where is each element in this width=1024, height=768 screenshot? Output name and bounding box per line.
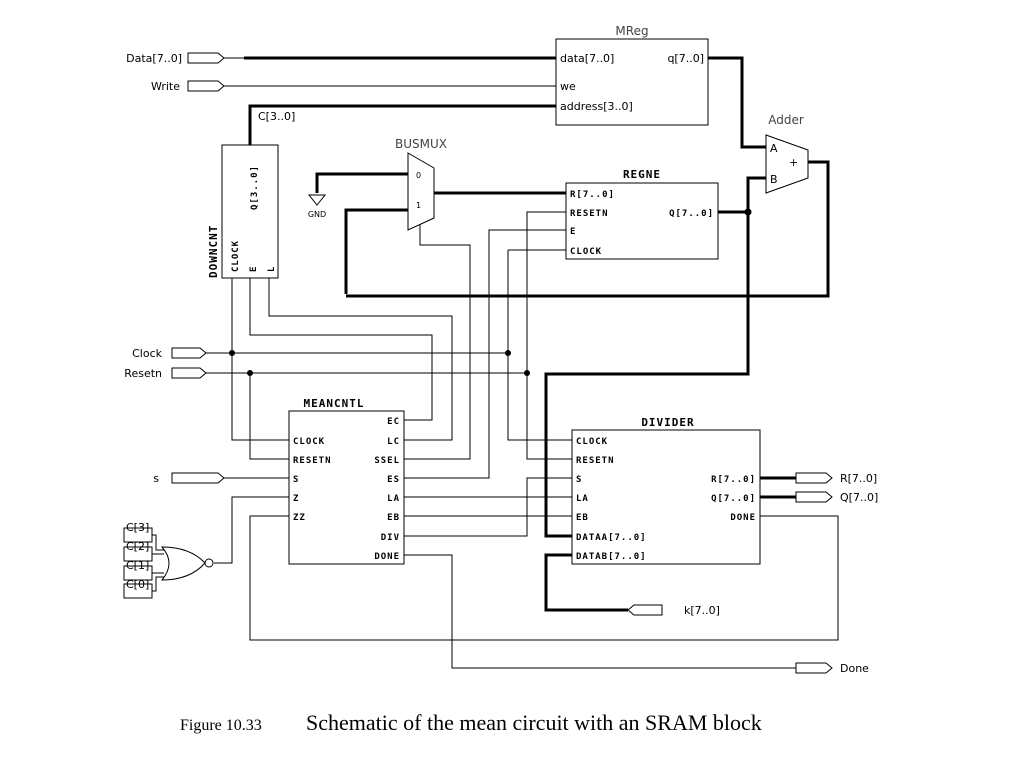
c3-label: C[3] bbox=[126, 521, 149, 534]
divider-s-port: S bbox=[576, 475, 582, 485]
clock-input-pin bbox=[171, 347, 207, 359]
adder-block: Adder A B + bbox=[765, 113, 809, 194]
divider-title: DIVIDER bbox=[641, 416, 694, 429]
downcnt-l-port: L bbox=[267, 266, 277, 272]
gnd-symbol: GND bbox=[308, 194, 326, 219]
meancntl-s-port: S bbox=[293, 475, 299, 485]
divider-q-port: Q[7..0] bbox=[711, 494, 756, 504]
divider-done-port: DONE bbox=[730, 513, 756, 523]
meancntl-z-port: Z bbox=[293, 494, 299, 504]
meancntl-resetn-port: RESETN bbox=[293, 456, 332, 466]
regne-e-port: E bbox=[570, 227, 576, 237]
meancntl-clock-port: CLOCK bbox=[293, 437, 325, 447]
divider-eb-port: EB bbox=[576, 513, 589, 523]
mreg-data-port: data[7..0] bbox=[560, 52, 614, 65]
meancntl-done-port: DONE bbox=[374, 552, 400, 562]
divider-datab-port: DATAB[7..0] bbox=[576, 552, 647, 562]
divider-clock-port: CLOCK bbox=[576, 437, 608, 447]
nor-gate bbox=[160, 546, 214, 581]
s-input-label: s bbox=[153, 472, 159, 485]
meancntl-title: MEANCNTL bbox=[304, 397, 365, 410]
bus-wires bbox=[244, 56, 830, 612]
mreg-block: MReg data[7..0] we address[3..0] q[7..0] bbox=[555, 24, 709, 126]
resetn-input-pin bbox=[171, 367, 207, 379]
r-output-pin bbox=[795, 472, 833, 484]
downcnt-clock-port: CLOCK bbox=[231, 240, 241, 272]
busmux-in0: 0 bbox=[416, 171, 421, 180]
junction-dots bbox=[229, 208, 752, 376]
busmux-title: BUSMUX bbox=[395, 137, 447, 151]
divider-dataa-port: DATAA[7..0] bbox=[576, 533, 647, 543]
meancntl-la-port: LA bbox=[387, 494, 400, 504]
meancntl-lc-port: LC bbox=[387, 437, 400, 447]
c2-label: C[2] bbox=[126, 540, 149, 553]
output-pins bbox=[795, 472, 833, 674]
divider-block: DIVIDER CLOCK RESETN S LA EB DATAA[7..0]… bbox=[571, 416, 761, 565]
meancntl-zz-port: ZZ bbox=[293, 513, 306, 523]
regne-title: REGNE bbox=[623, 168, 661, 181]
adder-b-port: B bbox=[770, 173, 778, 186]
data-input-label: Data[7..0] bbox=[126, 52, 182, 65]
regne-r-port: R[7..0] bbox=[570, 190, 615, 200]
adder-title: Adder bbox=[768, 113, 804, 127]
meancntl-eb-port: EB bbox=[387, 513, 400, 523]
input-pins bbox=[171, 52, 663, 616]
regne-q-port: Q[7..0] bbox=[669, 209, 714, 219]
meancntl-es-port: ES bbox=[387, 475, 400, 485]
c-inputs: C[3] C[2] C[1] C[0] bbox=[123, 521, 153, 599]
mreg-we-port: we bbox=[560, 80, 576, 93]
r-output-label: R[7..0] bbox=[840, 472, 877, 485]
regne-block: REGNE R[7..0] RESETN E CLOCK Q[7..0] bbox=[565, 168, 719, 260]
k-input-label: k[7..0] bbox=[684, 604, 720, 617]
meancntl-ec-port: EC bbox=[387, 417, 400, 427]
divider-resetn-port: RESETN bbox=[576, 456, 615, 466]
caption-figure-number: Figure 10.33 bbox=[180, 717, 262, 734]
s-input-pin bbox=[171, 472, 225, 484]
clock-input-label: Clock bbox=[132, 347, 163, 360]
k-input-pin bbox=[627, 604, 663, 616]
c0-label: C[0] bbox=[126, 578, 149, 591]
divider-r-port: R[7..0] bbox=[711, 475, 756, 485]
meancntl-ssel-port: SSEL bbox=[374, 456, 400, 466]
data-input-pin bbox=[187, 52, 225, 64]
figure-caption: Figure 10.33 Schematic of the mean circu… bbox=[180, 710, 762, 735]
mreg-title: MReg bbox=[615, 24, 648, 38]
q-output-pin bbox=[795, 491, 833, 503]
divider-la-port: LA bbox=[576, 494, 589, 504]
mreg-address-port: address[3..0] bbox=[560, 100, 633, 113]
downcnt-block: DOWNCNT Q[3..0] CLOCK E L bbox=[207, 144, 279, 279]
signal-wires bbox=[152, 57, 839, 669]
downcnt-q-port: Q[3..0] bbox=[250, 165, 260, 210]
caption-text: Schematic of the mean circuit with an SR… bbox=[306, 710, 762, 735]
adder-a-port: A bbox=[770, 142, 778, 155]
regne-clock-port: CLOCK bbox=[570, 247, 602, 257]
downcnt-e-port: E bbox=[249, 266, 259, 272]
downcnt-title: DOWNCNT bbox=[207, 225, 220, 278]
regne-resetn-port: RESETN bbox=[570, 209, 609, 219]
c1-label: C[1] bbox=[126, 559, 149, 572]
mreg-q-port: q[7..0] bbox=[667, 52, 704, 65]
q-output-label: Q[7..0] bbox=[840, 491, 878, 504]
meancntl-block: MEANCNTL CLOCK RESETN S Z ZZ EC LC SSEL … bbox=[288, 397, 405, 565]
meancntl-div-port: DIV bbox=[381, 533, 400, 543]
gnd-label: GND bbox=[308, 210, 326, 219]
write-input-pin bbox=[187, 80, 225, 92]
adder-plus-sign: + bbox=[789, 156, 798, 169]
busmux-in1: 1 bbox=[416, 201, 421, 210]
done-output-pin bbox=[795, 662, 833, 674]
resetn-input-label: Resetn bbox=[124, 367, 162, 380]
write-input-label: Write bbox=[151, 80, 180, 93]
done-output-label: Done bbox=[840, 662, 869, 675]
busmux-block: BUSMUX 0 1 bbox=[395, 137, 447, 231]
c-bus-label: C[3..0] bbox=[258, 110, 295, 123]
